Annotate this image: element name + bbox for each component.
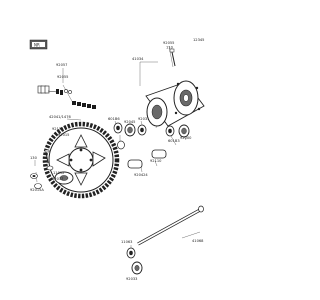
left-bearings bbox=[113, 122, 147, 150]
label-bearing-left-2: 92045 bbox=[124, 120, 135, 124]
diagram-code: 12345 bbox=[193, 38, 204, 42]
label-hub-washer: 110 bbox=[166, 46, 174, 50]
legend-glyph: NR bbox=[34, 42, 40, 47]
rear-hub-exploded-diagram: 12345 NR bbox=[29, 38, 205, 281]
label-coupling: 92015 bbox=[58, 133, 69, 137]
rear-axle bbox=[137, 205, 204, 246]
parts-diagram-page: 12345 NR bbox=[29, 38, 205, 281]
hub-bolt bbox=[169, 48, 176, 67]
label-axle-collar: 92017 bbox=[52, 177, 63, 181]
rear-hub bbox=[145, 80, 205, 127]
small-bolt-and-nuts bbox=[30, 149, 54, 189]
right-bearings bbox=[165, 124, 190, 138]
axle-collar-and-nuts bbox=[126, 247, 143, 275]
label-axle: 41068 bbox=[192, 239, 204, 243]
label-axle-nut-1: 11063 bbox=[121, 240, 132, 244]
label-bearing-right-2: 92000 bbox=[180, 136, 192, 140]
label-nut-b: 11012 bbox=[53, 171, 64, 175]
label-chain: 92057 bbox=[56, 63, 67, 67]
label-hub-bolt: 92055 bbox=[163, 41, 174, 45]
label-bearing-left-3: 92031 bbox=[138, 117, 149, 121]
drive-chain bbox=[37, 85, 96, 109]
label-small-bolt: 130 bbox=[30, 156, 38, 160]
legend-box: NR bbox=[29, 39, 48, 50]
spacers bbox=[127, 149, 167, 169]
label-spacer-2: 920424 bbox=[134, 173, 148, 177]
label-hub: 41034 bbox=[132, 57, 144, 61]
label-sprocket-bolt-code: 42041/1476 bbox=[49, 115, 72, 119]
label-nut-a: 92015A bbox=[30, 188, 44, 192]
part-labels: 41034 92055 110 92057 92055 42041/1476 9… bbox=[30, 41, 204, 281]
label-axle-nut-2: 92033 bbox=[126, 277, 137, 281]
label-bearing-left-1: 601B6 bbox=[108, 117, 120, 121]
label-master-link: 92055 bbox=[57, 75, 68, 79]
rear-sprocket bbox=[42, 121, 120, 199]
sprocket-coupling bbox=[54, 171, 74, 185]
label-bearing-right-1: 601B3 bbox=[168, 139, 180, 143]
label-sprocket-bolt: 92153 bbox=[52, 127, 63, 131]
label-spacer-1: 92110 bbox=[150, 159, 162, 163]
